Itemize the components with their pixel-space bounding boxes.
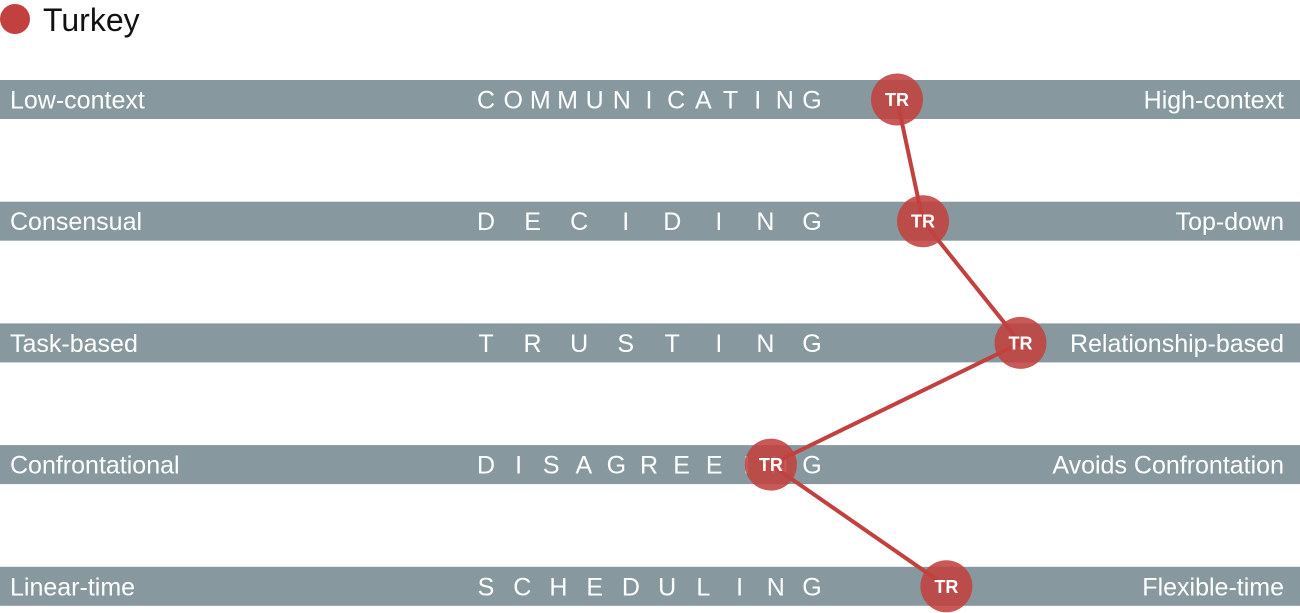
right-pole-label: Top-down bbox=[1176, 208, 1284, 236]
marker-circle bbox=[744, 438, 797, 491]
marker-label: TR bbox=[911, 212, 935, 232]
left-pole-label: Task-based bbox=[10, 330, 138, 358]
marker-trusting: TR bbox=[994, 316, 1047, 369]
legend: Turkey bbox=[0, 2, 140, 38]
left-pole-label: Confrontational bbox=[10, 452, 180, 480]
marker-scheduling: TR bbox=[920, 560, 973, 613]
connector-disagreeing-scheduling bbox=[769, 462, 948, 588]
marker-label: TR bbox=[934, 577, 958, 597]
legend-label: Turkey bbox=[43, 2, 140, 38]
country-markers: TR TR TR TR TR bbox=[744, 73, 1047, 613]
marker-communicating: TR bbox=[871, 73, 923, 126]
right-pole-label: Avoids Confrontation bbox=[1052, 452, 1284, 480]
marker-label: TR bbox=[885, 90, 909, 110]
right-pole-label: High-context bbox=[1144, 87, 1284, 115]
scale-bar-disagreeing bbox=[0, 445, 1300, 485]
marker-circle bbox=[994, 316, 1047, 369]
scale-bar-trusting bbox=[0, 323, 1300, 363]
marker-disagreeing: TR bbox=[744, 438, 797, 491]
scale-bar-communicating bbox=[0, 80, 1300, 119]
scale-bar-scheduling bbox=[0, 566, 1300, 606]
marker-circle bbox=[920, 560, 973, 613]
connector-trusting-disagreeing bbox=[770, 341, 1022, 467]
right-pole-label: Flexible-time bbox=[1142, 573, 1284, 601]
legend-dot-icon bbox=[0, 4, 30, 34]
left-pole-label: Linear-time bbox=[10, 573, 135, 601]
marker-label: TR bbox=[759, 455, 783, 475]
marker-deciding: TR bbox=[897, 195, 949, 248]
right-pole-label: Relationship-based bbox=[1070, 330, 1284, 358]
scale-bar-deciding bbox=[0, 201, 1300, 241]
marker-label: TR bbox=[1009, 333, 1033, 353]
left-pole-label: Consensual bbox=[10, 208, 142, 236]
marker-circle bbox=[897, 195, 949, 248]
marker-circle bbox=[871, 73, 923, 126]
left-pole-label: Low-context bbox=[10, 87, 145, 115]
